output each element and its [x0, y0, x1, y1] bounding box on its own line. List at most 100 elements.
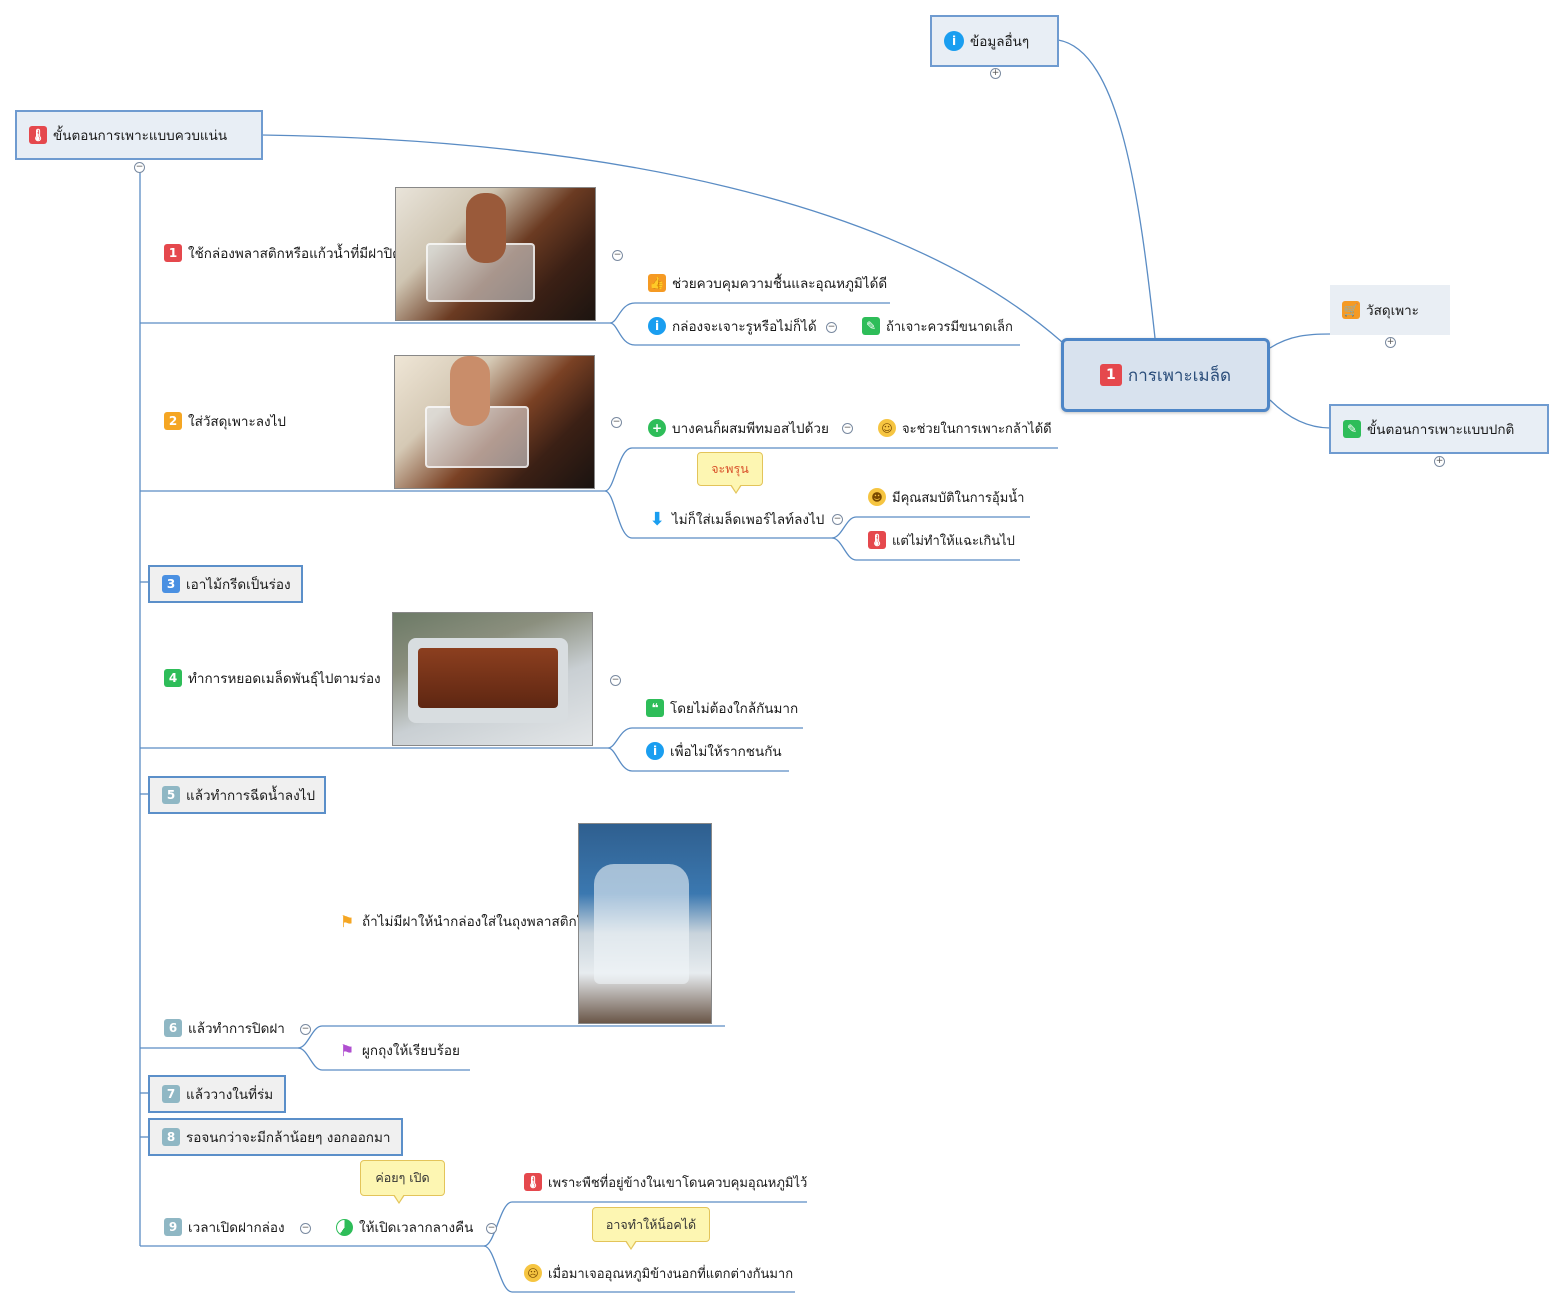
step-9-label: เวลาเปิดฝากล่อง — [188, 1220, 285, 1236]
expand-toggle[interactable]: + — [990, 68, 1001, 79]
step-2[interactable]: 2 ใส่วัสดุเพาะลงไป — [164, 411, 286, 431]
s9-night-note[interactable]: ให้เปิดเวลากลางคืน — [336, 1217, 473, 1237]
callout-open-slowly-label: ค่อยๆ เปิด — [375, 1170, 430, 1185]
topic-materials-label: วัสดุเพาะ — [1366, 303, 1419, 319]
progress-icon — [336, 1218, 353, 1236]
collapse-toggle[interactable]: − — [842, 423, 853, 434]
s6-plastic-bag-note-label: ถ้าไม่มีฝาให้นำกล่องใส่ในถุงพลาสติกใส — [362, 914, 592, 930]
s9-night-note-label: ให้เปิดเวลากลางคืน — [359, 1220, 474, 1236]
topic-normal-steps[interactable]: ✎ ขั้นตอนการเพาะแบบปกติ — [1329, 404, 1549, 454]
step-9[interactable]: 9 เวลาเปิดฝากล่อง — [164, 1217, 285, 1237]
step-5-badge: 5 — [162, 786, 180, 804]
s6-tie-bag-note[interactable]: ⚑ ผูกถุงให้เรียบร้อย — [338, 1040, 460, 1060]
callout-shock: อาจทำให้น็อคได้ — [592, 1207, 710, 1250]
s1-humidity-note-label: ช่วยควบคุมความชื้นและอุณหภูมิได้ดี — [672, 276, 888, 292]
s6-tie-bag-note-label: ผูกถุงให้เรียบร้อย — [362, 1043, 460, 1059]
collapse-toggle[interactable]: − — [832, 514, 843, 525]
priority-1-badge: 1 — [1099, 364, 1122, 386]
s2-seedling-note-label: จะช่วยในการเพาะกล้าได้ดี — [902, 421, 1052, 437]
s9-outside-temp-note[interactable]: ☹ เมื่อมาเจออุณหภูมิข้างนอกที่แตกต่างกัน… — [524, 1263, 793, 1283]
info-icon: i — [648, 317, 666, 335]
angry-face-icon: ☹ — [524, 1264, 542, 1282]
collapse-toggle[interactable]: − — [612, 250, 623, 261]
s4-spacing-note[interactable]: ❝ โดยไม่ต้องใกล้กันมาก — [646, 698, 798, 718]
arrow-down-icon: ⬇ — [649, 508, 665, 530]
collapse-toggle[interactable]: − — [134, 162, 145, 173]
step-7-badge: 7 — [162, 1085, 180, 1103]
step-8[interactable]: 8 รอจนกว่าจะมีกล้าน้อยๆ งอกออกมา — [148, 1118, 403, 1156]
step-9-badge: 9 — [164, 1218, 182, 1236]
s4-spacing-note-label: โดยไม่ต้องใกล้กันมาก — [670, 701, 799, 717]
topic-condensation-steps-label: ขั้นตอนการเพาะแบบควบแน่น — [53, 128, 228, 144]
s2-not-soggy-note-label: แต่ไม่ทำให้แฉะเกินไป — [892, 533, 1015, 549]
topic-other-info[interactable]: i ข้อมูลอื่นๆ — [930, 15, 1059, 67]
step-5-label: แล้วทำการฉีดน้ำลงไป — [186, 788, 316, 804]
s4-roots-note-label: เพื่อไม่ให้รากชนกัน — [670, 744, 782, 760]
quote-icon: ❝ — [646, 699, 664, 717]
s9-temperature-note[interactable]: 🌡 เพราะพืชที่อยู่ข้างในเขาโดนควบคุมอุณหภ… — [524, 1172, 807, 1192]
s6-plastic-bag-note[interactable]: ⚑ ถ้าไม่มีฝาให้นำกล่องใส่ในถุงพลาสติกใส — [338, 911, 592, 931]
step-8-badge: 8 — [162, 1128, 180, 1146]
s4-roots-note[interactable]: i เพื่อไม่ให้รากชนกัน — [646, 741, 782, 761]
grin-icon: ☻ — [868, 488, 886, 506]
collapse-toggle[interactable]: − — [486, 1223, 497, 1234]
s2-peatmoss-note[interactable]: + บางคนก็ผสมพีทมอสไปด้วย — [648, 418, 829, 438]
step-8-label: รอจนกว่าจะมีกล้าน้อยๆ งอกออกมา — [186, 1130, 391, 1146]
step-6-badge: 6 — [164, 1019, 182, 1037]
s2-peatmoss-note-label: บางคนก็ผสมพีทมอสไปด้วย — [672, 421, 829, 437]
s9-outside-temp-note-label: เมื่อมาเจออุณหภูมิข้างนอกที่แตกต่างกันมา… — [548, 1266, 794, 1282]
s2-perlite-note-label: ไม่ก็ใส่เมล็ดเพอร์ไลท์ลงไป — [672, 512, 825, 528]
smile-icon: ☺ — [878, 419, 896, 437]
plus-icon: + — [648, 419, 666, 437]
collapse-toggle[interactable]: − — [611, 417, 622, 428]
info-icon: i — [944, 31, 964, 51]
flag-orange-icon: ⚑ — [339, 911, 355, 931]
info-icon: i — [646, 742, 664, 760]
step-4-label: ทำการหยอดเมล็ดพันธุ์ไปตามร่อง — [188, 671, 381, 687]
step-1[interactable]: 1 ใช้กล่องพลาสติกหรือแก้วน้ำที่มีฝาปิด — [164, 243, 401, 263]
topic-materials[interactable]: 🛒 วัสดุเพาะ — [1330, 285, 1450, 335]
collapse-toggle[interactable]: − — [610, 675, 621, 686]
collapse-toggle[interactable]: − — [300, 1223, 311, 1234]
step-1-label: ใช้กล่องพลาสติกหรือแก้วน้ำที่มีฝาปิด — [188, 246, 401, 262]
thermometer-icon: 🌡 — [29, 126, 47, 144]
expand-toggle[interactable]: + — [1385, 337, 1396, 348]
step-4[interactable]: 4 ทำการหยอดเมล็ดพันธุ์ไปตามร่อง — [164, 668, 381, 688]
expand-toggle[interactable]: + — [1434, 456, 1445, 467]
photo-plastic-box-soil — [395, 187, 596, 321]
s2-seedling-note[interactable]: ☺ จะช่วยในการเพาะกล้าได้ดี — [878, 418, 1052, 438]
step-6-label: แล้วทำการปิดฝา — [188, 1021, 285, 1037]
central-topic[interactable]: 1 การเพาะเมล็ด — [1061, 338, 1270, 412]
s1-small-holes-note[interactable]: ✎ ถ้าเจาะควรมีขนาดเล็ก — [862, 316, 1013, 336]
step-1-badge: 1 — [164, 244, 182, 262]
step-3-badge: 3 — [162, 575, 180, 593]
topic-condensation-steps[interactable]: 🌡 ขั้นตอนการเพาะแบบควบแน่น — [15, 110, 263, 160]
flag-purple-icon: ⚑ — [339, 1040, 355, 1060]
s1-small-holes-note-label: ถ้าเจาะควรมีขนาดเล็ก — [886, 319, 1013, 335]
step-7-label: แล้ววางในที่ร่ม — [186, 1087, 274, 1103]
step-4-badge: 4 — [164, 669, 182, 687]
step-3[interactable]: 3 เอาไม้กรีดเป็นร่อง — [148, 565, 303, 603]
s2-perlite-note[interactable]: ⬇ ไม่ก็ใส่เมล็ดเพอร์ไลท์ลงไป — [648, 508, 825, 530]
step-6[interactable]: 6 แล้วทำการปิดฝา — [164, 1018, 285, 1038]
central-topic-label: การเพาะเมล็ด — [1127, 365, 1232, 386]
thumbs-up-icon: 👍 — [648, 274, 666, 292]
s2-water-retention-note[interactable]: ☻ มีคุณสมบัติในการอุ้มน้ำ — [868, 487, 1024, 507]
step-3-label: เอาไม้กรีดเป็นร่อง — [186, 577, 291, 593]
photo-seeded-tray — [392, 612, 593, 746]
step-2-badge: 2 — [164, 412, 182, 430]
callout-open-slowly: ค่อยๆ เปิด — [360, 1160, 445, 1204]
s1-holes-note[interactable]: i กล่องจะเจาะรูหรือไม่ก็ได้ — [648, 316, 817, 336]
photo-plastic-bag — [578, 823, 712, 1024]
step-7[interactable]: 7 แล้ววางในที่ร่ม — [148, 1075, 286, 1113]
thermometer-icon: 🌡 — [868, 531, 886, 549]
pencil-icon: ✎ — [862, 317, 880, 335]
collapse-toggle[interactable]: − — [826, 322, 837, 333]
topic-normal-steps-label: ขั้นตอนการเพาะแบบปกติ — [1367, 422, 1515, 438]
s2-not-soggy-note[interactable]: 🌡 แต่ไม่ทำให้แฉะเกินไป — [868, 530, 1015, 550]
step-5[interactable]: 5 แล้วทำการฉีดน้ำลงไป — [148, 776, 326, 814]
s1-humidity-note[interactable]: 👍 ช่วยควบคุมความชื้นและอุณหภูมิได้ดี — [648, 273, 887, 293]
collapse-toggle[interactable]: − — [300, 1024, 311, 1035]
callout-shock-label: อาจทำให้น็อคได้ — [605, 1216, 697, 1232]
